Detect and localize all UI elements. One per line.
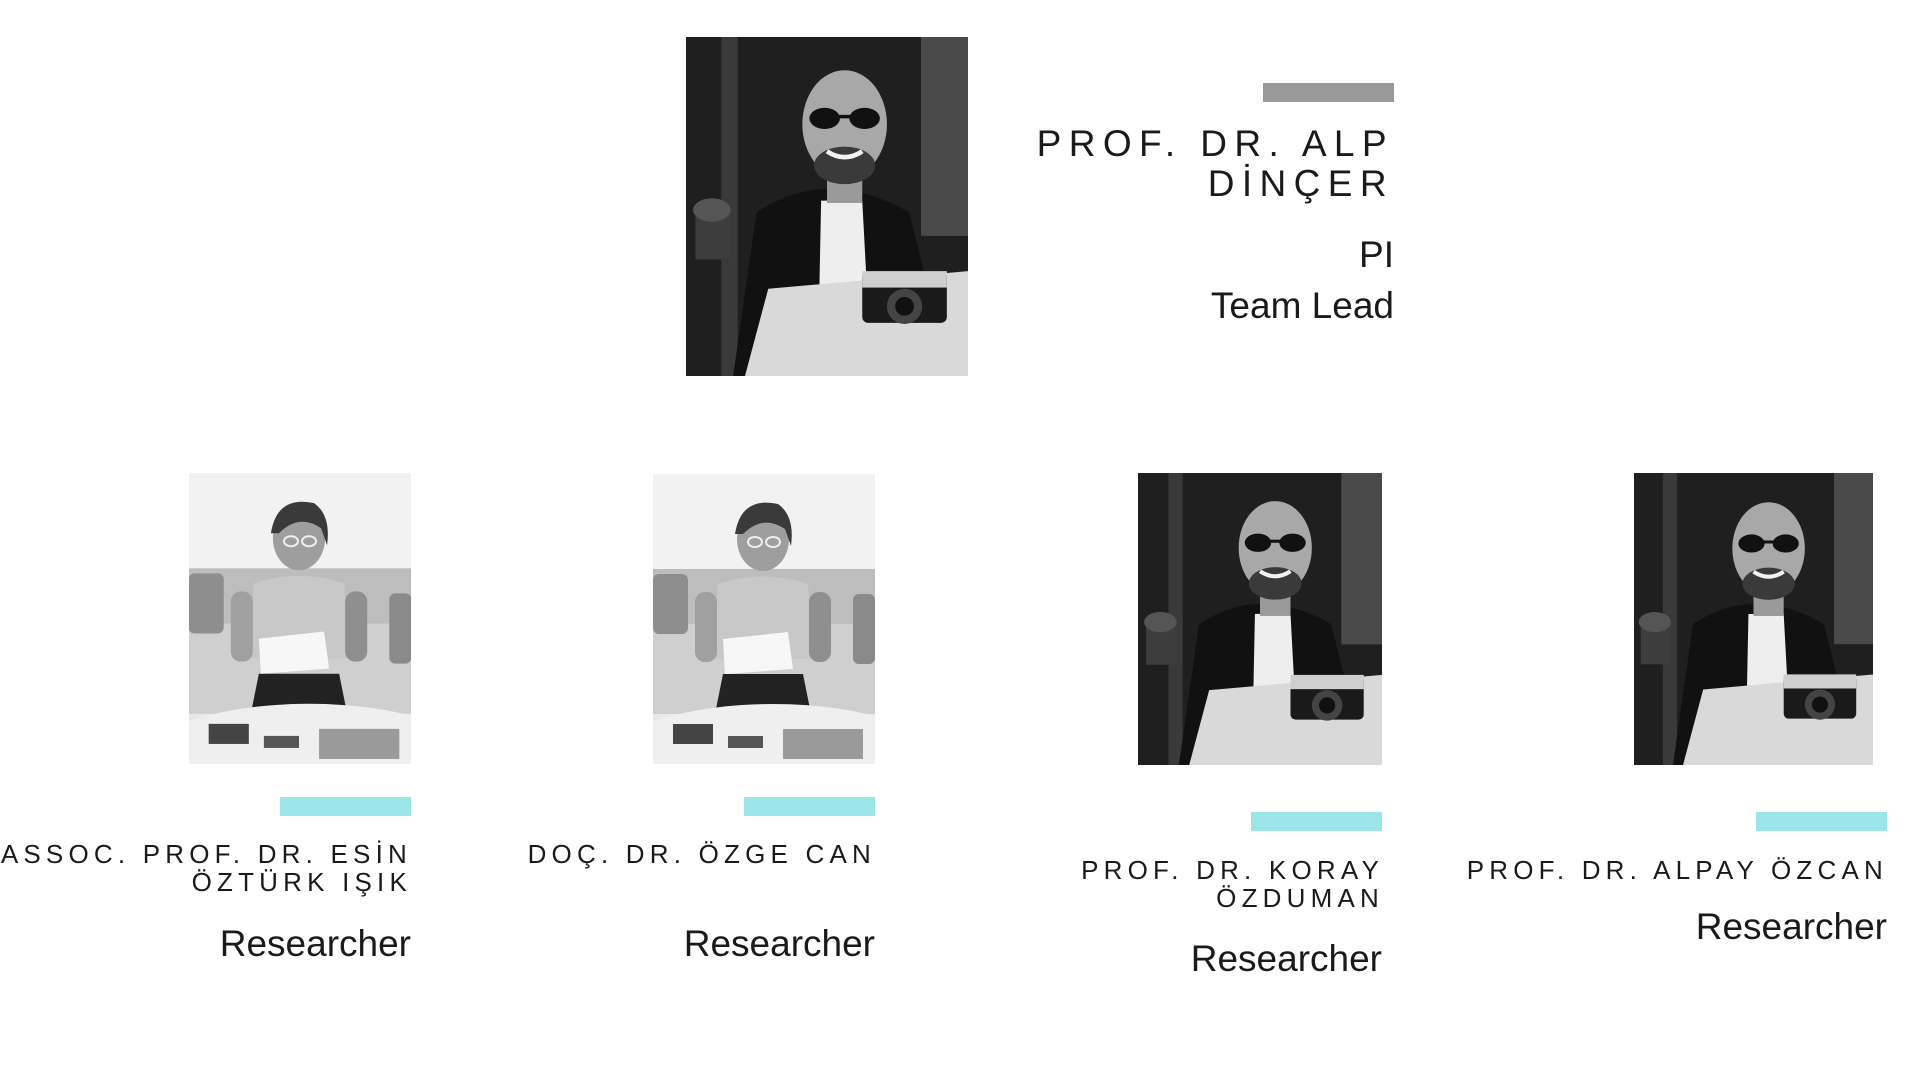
member-role: Researcher — [1695, 906, 1887, 947]
team-lead-accent-bar — [1263, 83, 1394, 102]
team-lead-photo — [686, 37, 968, 376]
member-photo — [1634, 473, 1873, 765]
member-accent-bar — [744, 797, 875, 816]
team-lead-name: PROF. DR. ALP DİNÇER — [1036, 123, 1394, 204]
member-role: Researcher — [1190, 938, 1382, 979]
member-name: PROF. DR. KORAY ÖZDUMAN — [1081, 855, 1384, 914]
member-photo — [1138, 473, 1382, 765]
woman-reading-on-couch-photo — [189, 473, 411, 764]
member-accent-bar — [1251, 812, 1382, 831]
member-photo — [653, 474, 875, 764]
member-name: PROF. DR. ALPAY ÖZCAN — [1466, 855, 1888, 885]
team-lead-role-title: Team Lead — [1210, 285, 1394, 326]
member-name: ASSOC. PROF. DR. ESİN ÖZTÜRK IŞIK — [0, 839, 412, 898]
member-role: Researcher — [683, 923, 875, 964]
member-accent-bar — [280, 797, 411, 816]
woman-reading-on-couch-photo — [653, 474, 875, 764]
man-with-sunglasses-and-camera-photo — [1634, 473, 1873, 765]
member-name: DOÇ. DR. ÖZGE CAN — [527, 839, 876, 869]
member-accent-bar — [1756, 812, 1887, 831]
man-with-sunglasses-and-camera-photo — [1138, 473, 1382, 765]
member-photo — [189, 473, 411, 764]
team-lead-role-pi: PI — [1359, 234, 1394, 275]
man-with-sunglasses-and-camera-photo — [686, 37, 968, 376]
member-role: Researcher — [219, 923, 411, 964]
